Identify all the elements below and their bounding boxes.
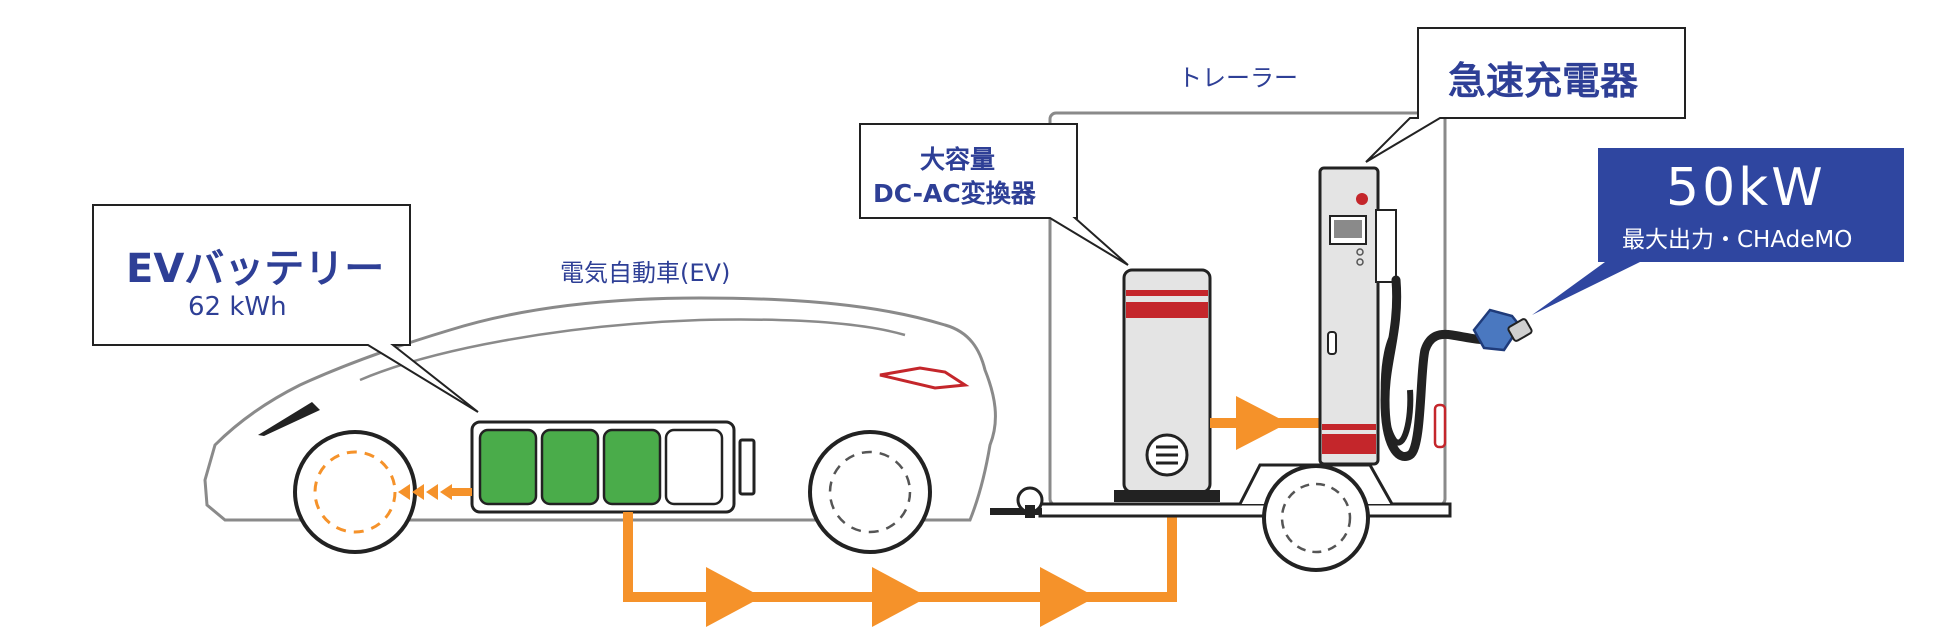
converter-label-line1: 大容量: [920, 145, 996, 174]
charger-button: [1356, 258, 1364, 266]
charger-indicator-light: [1356, 193, 1368, 205]
charger-cabinet: [1318, 166, 1380, 466]
power-flow: [623, 508, 1177, 627]
trailer-deck: [1038, 502, 1452, 518]
ev-battery-callout: [92, 204, 479, 413]
flow-arrow: [1040, 567, 1096, 627]
trailer-hitch-post: [1025, 505, 1035, 518]
motor-arrow: [398, 484, 410, 500]
motor-arrow: [412, 484, 424, 500]
power-callout: [1532, 148, 1904, 315]
car-rear-wheel: [808, 430, 932, 554]
trailer-tow-bar: [990, 508, 1042, 515]
car-window-line: [359, 318, 906, 382]
charger-side-panel: [1375, 209, 1397, 283]
battery-cell-charged: [540, 428, 600, 506]
battery-cell-charged: [478, 428, 538, 506]
ev-battery-capacity: 62 kWh: [188, 292, 287, 322]
ev-car-label: 電気自動車(EV): [560, 259, 731, 287]
power-value: 50kW: [1666, 158, 1826, 218]
dc-ac-converter: [1114, 268, 1220, 502]
flow-arrow: [706, 567, 762, 627]
trailer-frame: [1048, 111, 1447, 507]
trailer-label: トレーラー: [1178, 64, 1298, 92]
trailer-wheel-hub: [1280, 482, 1352, 554]
charger-stripe: [1322, 434, 1376, 454]
ev-battery-title: EVバッテリー: [126, 246, 385, 292]
car-front-wheel-motor: [313, 450, 397, 534]
ev-battery: [470, 420, 756, 514]
chademo-connector-icon: [1472, 308, 1533, 352]
battery-cell-empty: [664, 428, 724, 506]
battery-to-motor-arrows: [398, 484, 472, 500]
converter-label-line2: DC-AC変換器: [873, 179, 1036, 208]
converter-base: [1114, 490, 1220, 502]
motor-arrow: [440, 484, 452, 500]
charger-cable-holder: [1433, 403, 1447, 449]
car-front-wheel: [293, 430, 417, 554]
charger-handle: [1327, 331, 1337, 355]
connector-tip: [1507, 318, 1533, 342]
converter-stripe: [1126, 290, 1208, 296]
charger-screen-inner: [1334, 220, 1362, 238]
charger-label: 急速充電器: [1448, 59, 1639, 103]
car-taillight: [879, 366, 970, 390]
converter-charger-arrow: [1236, 396, 1288, 450]
charger-button: [1356, 248, 1364, 256]
charger-stripe: [1322, 424, 1376, 430]
battery-cell-charged: [602, 428, 662, 506]
converter-callout: [859, 123, 1129, 266]
charger-cable: [1380, 275, 1495, 461]
car-headlight: [258, 402, 320, 436]
converter-stripe: [1126, 302, 1208, 318]
battery-terminal: [738, 438, 756, 496]
flow-arrow: [872, 567, 928, 627]
charger-cable-coil: [1380, 328, 1414, 446]
quick-charger: [1318, 166, 1533, 466]
motor-arrow-stem: [452, 488, 472, 496]
converter-to-charger: [1210, 396, 1320, 450]
motor-arrow: [426, 484, 438, 500]
power-sub-label: 最大出力・CHAdeMO: [1622, 227, 1853, 253]
charger-callout: [1365, 27, 1686, 163]
battery-cells: [478, 428, 724, 506]
car-rear-wheel-hub: [828, 450, 912, 534]
trailer-wheel: [1262, 464, 1370, 572]
